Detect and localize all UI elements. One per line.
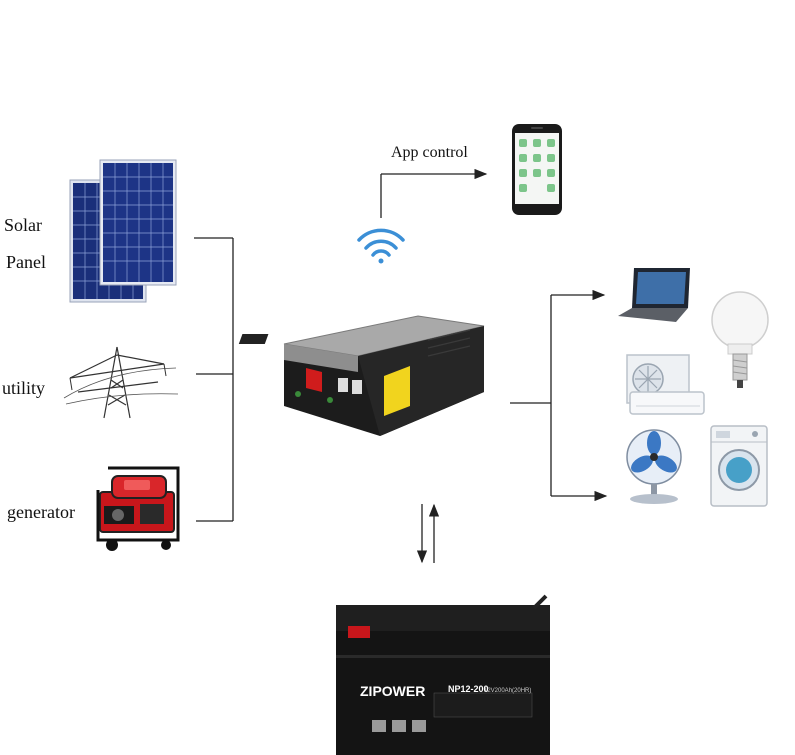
wifi-icon [357,228,405,264]
app-control-arrow [380,168,488,218]
utility-label: utility [2,378,46,398]
battery-icon: ZIPOWER NP12-200 12V200Ah(20HR) [336,594,550,755]
input-bus-lines [194,237,234,522]
battery-rating: 12V200Ah(20HR) [484,688,531,694]
battery-charge-arrows [416,503,440,564]
fan-icon [626,429,682,504]
light-bulb-icon [711,291,769,388]
power-tower-icon [63,346,179,419]
app-control-label: App control [391,144,468,161]
generator-icon [96,466,180,551]
washing-machine-icon [710,425,768,507]
solar-panel-label-line1: Solar [4,215,42,235]
generator-label: generator [7,502,75,522]
solar-panel-icon [69,159,177,303]
laptop-icon [618,268,690,322]
solar-panel-label-line2: Panel [6,252,46,272]
battery-brand: ZIPOWER [360,683,425,699]
smartphone-icon [512,124,562,215]
air-conditioner-icon [626,354,705,415]
output-bus-lines [510,289,608,502]
battery-model: NP12-200 [448,684,489,694]
inverter-icon [238,315,485,436]
